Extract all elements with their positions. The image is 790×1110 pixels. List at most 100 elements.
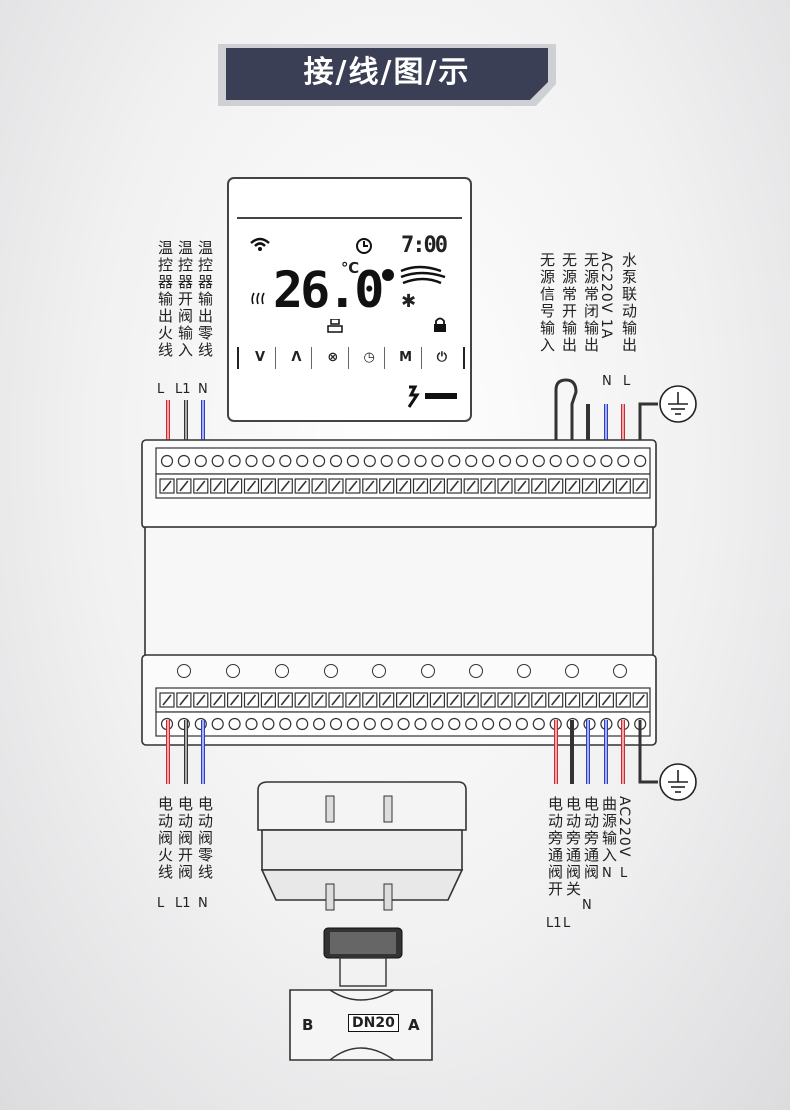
terminal-slot-mark bbox=[331, 480, 341, 492]
code-bypass-close: L bbox=[563, 916, 571, 931]
valve-port-b: B bbox=[302, 1016, 314, 1034]
code-valve-live: L bbox=[157, 896, 165, 911]
label-thermo-open: 温控器开阀输入 bbox=[176, 240, 194, 359]
terminal-slot-mark bbox=[246, 694, 257, 706]
terminal-slot-mark bbox=[534, 694, 544, 706]
terminal-slot-mark bbox=[432, 480, 443, 492]
terminal-slot-mark bbox=[466, 694, 476, 706]
terminal-screw bbox=[296, 717, 309, 731]
label-passive-no: 无源常开输出 bbox=[560, 252, 578, 354]
down-button[interactable]: V bbox=[245, 347, 276, 369]
label-ac220: AC220V bbox=[616, 796, 632, 858]
ground-icon bbox=[659, 763, 697, 801]
indicator-led bbox=[275, 664, 289, 678]
terminal-slot-mark bbox=[432, 694, 443, 706]
terminal-slot-mark bbox=[601, 480, 612, 492]
code-valve-open: L1 bbox=[175, 896, 191, 911]
terminal-slot-mark bbox=[365, 480, 375, 492]
terminal-slot-mark bbox=[483, 694, 493, 706]
fan-button[interactable]: ⊗ bbox=[318, 347, 349, 369]
terminal-screw bbox=[279, 454, 292, 468]
terminal-slot-mark bbox=[179, 694, 189, 706]
valve-port-a: A bbox=[408, 1016, 420, 1034]
terminal-screw bbox=[262, 454, 275, 468]
terminal-screw bbox=[313, 717, 326, 731]
page-title: 接/线/图/示 bbox=[303, 55, 471, 90]
terminal-slot-mark bbox=[517, 480, 527, 492]
terminal-screw bbox=[279, 717, 292, 731]
terminal-slot-mark bbox=[213, 694, 223, 706]
terminal-slot-mark bbox=[567, 694, 578, 706]
terminal-screw bbox=[617, 454, 630, 468]
terminal-screw bbox=[177, 454, 190, 468]
terminal-screw bbox=[245, 454, 258, 468]
terminal-slot-mark bbox=[483, 480, 493, 492]
terminal-slot-mark bbox=[263, 694, 274, 706]
label-thermo-live: 温控器输出火线 bbox=[156, 240, 174, 359]
valve-status-icon bbox=[327, 319, 343, 333]
clock-display: 7:00 bbox=[401, 233, 448, 258]
indicator-led bbox=[421, 664, 435, 678]
terminal-screw bbox=[498, 454, 512, 468]
code-thermo-open: L1 bbox=[175, 382, 191, 397]
power-button[interactable]: ⏻ bbox=[436, 350, 448, 365]
terminal-slot-mark bbox=[280, 694, 290, 706]
label-bypass-open: 电动旁通阀开 bbox=[546, 796, 564, 898]
terminal-screw bbox=[465, 717, 478, 731]
terminal-screw bbox=[431, 454, 444, 468]
wifi-icon bbox=[250, 237, 270, 251]
terminal-slot-mark bbox=[517, 694, 527, 706]
terminal-slot-mark bbox=[398, 480, 409, 492]
terminal-screw bbox=[363, 454, 376, 468]
terminal-screw bbox=[448, 717, 461, 731]
code-top-n: N bbox=[602, 374, 612, 389]
label-pump-output: 水泵联动输出 bbox=[620, 252, 638, 354]
terminal-slot-mark bbox=[635, 480, 645, 492]
clock-button[interactable]: ◷ bbox=[354, 347, 386, 369]
mode-button[interactable]: M bbox=[391, 347, 422, 369]
label-valve-live: 电动阀火线 bbox=[156, 796, 174, 881]
terminal-screw bbox=[532, 717, 545, 731]
temperature-display: 26.0 bbox=[273, 261, 384, 319]
terminal-screw bbox=[380, 454, 393, 468]
thermostat-screen bbox=[237, 217, 462, 399]
terminal-screw bbox=[346, 717, 359, 731]
terminal-screw bbox=[414, 717, 427, 731]
code-thermo-neutral: N bbox=[198, 382, 208, 397]
thermostat-button-bar: V Λ ⊗ ◷ M ⏻ bbox=[237, 347, 465, 369]
terminal-slot-mark bbox=[297, 694, 307, 706]
up-button[interactable]: Λ bbox=[281, 347, 313, 369]
terminal-slot-mark bbox=[500, 480, 510, 492]
terminal-slot-mark bbox=[618, 694, 628, 706]
terminal-screw bbox=[397, 454, 410, 468]
terminal-screw bbox=[498, 717, 512, 731]
terminal-slot-mark bbox=[584, 694, 595, 706]
temperature-unit: ℃ bbox=[341, 259, 360, 277]
indicator-led bbox=[324, 664, 338, 678]
terminal-slot-mark bbox=[466, 480, 476, 492]
terminal-slot-mark bbox=[415, 480, 426, 492]
terminal-slot-mark bbox=[551, 694, 561, 706]
label-valve-open: 电动阀开阀 bbox=[176, 796, 194, 881]
terminal-screw bbox=[482, 717, 495, 731]
terminal-slot-mark bbox=[382, 480, 392, 492]
wire-bottom-left bbox=[166, 720, 205, 784]
terminal-screw bbox=[448, 454, 461, 468]
label-bypass-close: 电动旁通阀关 bbox=[564, 796, 582, 898]
terminal-slot-mark bbox=[263, 480, 274, 492]
heat-icon bbox=[251, 292, 265, 305]
terminal-screw bbox=[515, 454, 529, 468]
terminal-screw bbox=[482, 454, 495, 468]
title-banner: 接/线/图/示 bbox=[218, 44, 556, 106]
terminal-screw bbox=[600, 454, 613, 468]
indicator-led bbox=[177, 664, 191, 678]
terminal-screw bbox=[262, 717, 275, 731]
terminal-screw bbox=[346, 454, 359, 468]
terminal-slot-mark bbox=[196, 480, 206, 492]
terminal-slot-mark bbox=[229, 694, 240, 706]
terminal-slot-mark bbox=[246, 480, 257, 492]
terminal-screw bbox=[583, 454, 596, 468]
code-bypass-open: L1 bbox=[546, 916, 562, 931]
terminal-screw bbox=[634, 454, 647, 468]
